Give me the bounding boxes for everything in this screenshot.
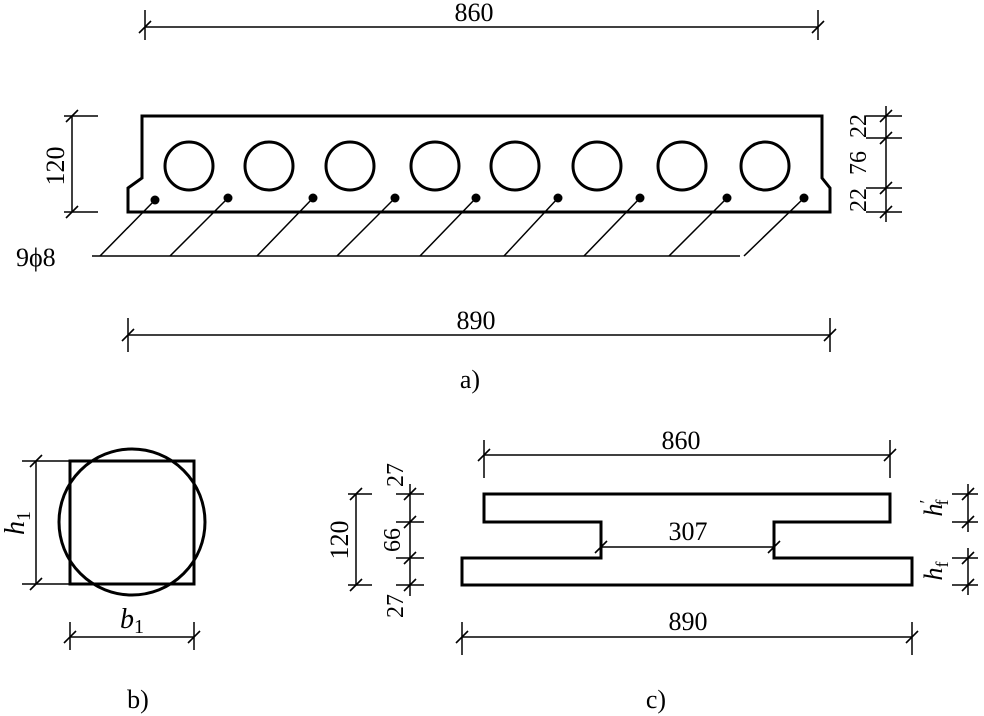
dimension-b-width: b1 xyxy=(63,604,201,650)
rebar-dot xyxy=(553,193,563,203)
slab-hole xyxy=(489,140,541,192)
slab-hole xyxy=(656,140,708,192)
slab-hole xyxy=(324,140,376,192)
dim-c-top-flange-label: 27 xyxy=(383,463,409,487)
dim-c-height-label: 120 xyxy=(325,521,354,560)
rebar-dot xyxy=(799,193,809,203)
rebar-dot xyxy=(390,193,400,203)
dimension-a-top-width: 860 xyxy=(138,0,825,40)
slab-hole xyxy=(243,140,295,192)
rebar-dot xyxy=(635,193,645,203)
caption-c: c) xyxy=(646,685,666,714)
rebar-dot xyxy=(223,193,233,203)
equivalent-square xyxy=(68,459,196,586)
slab-hole xyxy=(739,140,791,192)
dim-c-top-width-label: 860 xyxy=(662,426,701,455)
dimension-a-height: 120 xyxy=(41,109,98,219)
dimension-c-height: 120 xyxy=(325,487,372,592)
dim-c-bottom-flange-label: 27 xyxy=(383,594,409,618)
dimension-c-left-stack: 27 66 27 xyxy=(380,463,424,618)
dim-a-height-label: 120 xyxy=(41,147,70,186)
rebar-dot xyxy=(150,195,160,205)
dimension-c-bottom-flange-thickness: hf xyxy=(919,548,978,595)
dimension-c-top-flange-thickness: h′f xyxy=(916,484,978,532)
rebar-dot xyxy=(722,193,732,203)
dimension-c-bottom-width: 890 xyxy=(455,607,919,655)
figure-b: h1 b1 b) xyxy=(0,447,207,714)
dim-a-bottom-flange-label: 22 xyxy=(846,188,872,212)
dim-a-bottom-width-label: 890 xyxy=(457,306,496,335)
dimension-a-right: 22 76 22 xyxy=(846,106,902,222)
dim-a-web-label: 76 xyxy=(846,151,872,175)
figure-c: 860 307 890 120 xyxy=(325,426,978,714)
slab-holes xyxy=(163,140,791,192)
dimension-a-bottom-width: 890 xyxy=(121,306,837,352)
dim-c-web-width-label: 307 xyxy=(669,517,708,546)
dim-c-hf-prime-label: h′f xyxy=(916,499,952,516)
figure-a: 860 xyxy=(16,0,902,394)
slab-hole xyxy=(163,140,215,192)
dim-b-height-label: h1 xyxy=(0,511,35,535)
slab-hole xyxy=(571,140,623,192)
hole-circle xyxy=(57,447,207,597)
dim-a-top-width-label: 860 xyxy=(455,0,494,27)
i-section-outline xyxy=(460,492,914,587)
dim-c-bottom-width-label: 890 xyxy=(669,607,708,636)
dim-b-width-label: b1 xyxy=(120,604,144,638)
rebar-dot xyxy=(471,193,481,203)
rebar-label: 9ϕ8 xyxy=(16,243,56,272)
caption-b: b) xyxy=(127,685,149,714)
dimension-c-web-width: 307 xyxy=(594,517,781,554)
dim-c-hf-label: hf xyxy=(919,562,952,581)
rebar-dot xyxy=(308,193,318,203)
slab-hole xyxy=(409,140,461,192)
dimension-b-height: h1 xyxy=(0,454,70,591)
dimension-c-top-width: 860 xyxy=(477,426,897,478)
dim-c-web-label: 66 xyxy=(380,528,406,552)
caption-a: a) xyxy=(460,365,480,394)
rebar-group: 9ϕ8 xyxy=(16,193,809,272)
hollow-core-slab-outline xyxy=(126,114,832,214)
dim-a-top-flange-label: 22 xyxy=(846,114,872,138)
